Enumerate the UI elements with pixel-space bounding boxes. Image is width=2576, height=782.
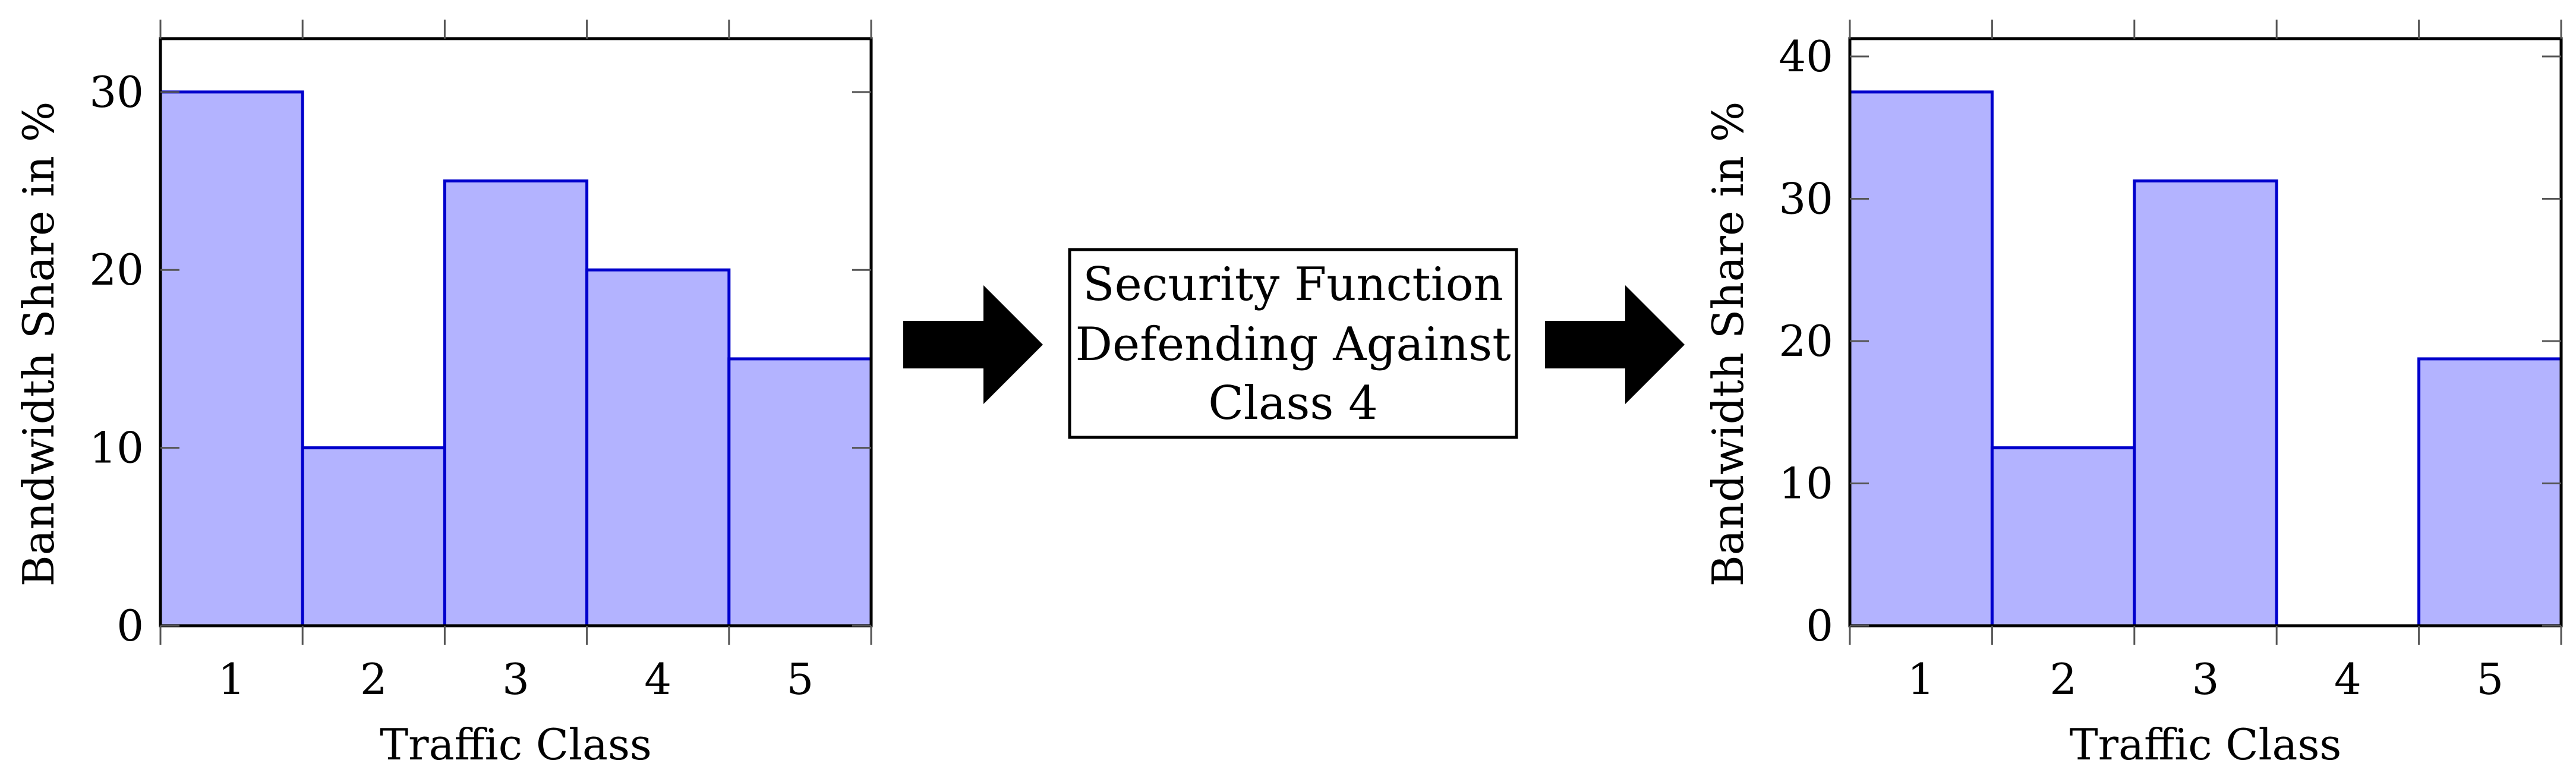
bar-class-5 [2417,357,2563,628]
bar-class-2 [1990,446,2136,628]
security-function-box: Security Function Defending Against Clas… [1068,248,1518,439]
y-tick-label: 10 [89,423,144,473]
plot-frame [1848,37,2563,628]
box-line-1: Security Function [1083,258,1503,311]
x-tick-label: 5 [786,654,814,704]
bar-class-4 [585,268,731,628]
y-tick-label: 0 [116,601,144,651]
bar-class-2 [301,446,446,628]
y-tick-label: 20 [89,245,144,295]
y-tick-label: 20 [1779,316,1833,366]
plot-frame [159,37,873,628]
x-axis-label: Traffic Class [2070,720,2342,770]
bar-class-1 [1848,90,1994,628]
arrow-right-icon [903,285,1043,404]
box-line-2: Defending Against [1075,318,1511,371]
bar-class-3 [2133,179,2278,628]
bar-class-3 [443,179,589,628]
x-tick-label: 1 [218,654,245,704]
x-tick-label: 2 [360,654,387,704]
x-tick-label: 1 [1907,654,1935,704]
bar-class-5 [727,357,873,628]
x-tick-label: 2 [2050,654,2077,704]
x-tick-label: 5 [2476,654,2504,704]
x-tick-label: 4 [644,654,671,704]
x-tick-label: 3 [2192,654,2219,704]
y-tick-label: 0 [1806,601,1833,651]
x-axis-label: Traffic Class [380,720,652,770]
security-function-box-frame [1068,248,1518,439]
x-tick-label: 4 [2334,654,2361,704]
y-tick-label: 30 [1779,174,1833,223]
bar-class-1 [159,90,304,628]
x-tick-label: 3 [502,654,529,704]
y-tick-label: 10 [1779,458,1833,508]
y-tick-label: 40 [1779,31,1833,81]
y-axis-label: Bandwidth Share in % [1703,102,1753,586]
arrow-right-icon [1545,285,1685,404]
y-tick-label: 30 [89,67,144,117]
box-line-3: Class 4 [1208,377,1378,430]
y-axis-label: Bandwidth Share in % [14,102,64,586]
